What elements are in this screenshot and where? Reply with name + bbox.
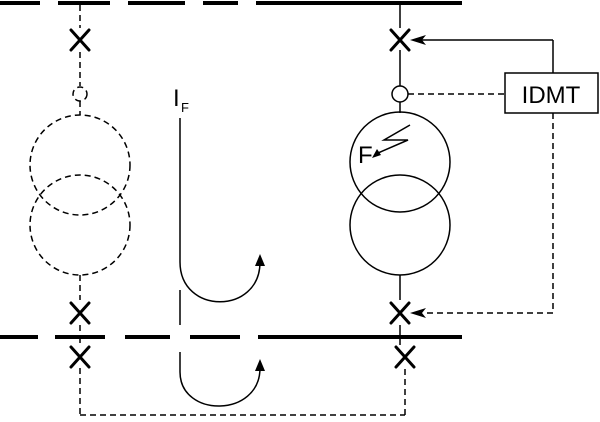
trip-line-bottom xyxy=(424,113,554,314)
right-transformer-upper-winding xyxy=(349,111,451,213)
fault-current-subscript: F xyxy=(181,100,189,115)
left-transformer-feeder xyxy=(29,5,406,416)
fault-label: F xyxy=(358,142,373,169)
breaker-top-right xyxy=(389,28,411,52)
current-arrow-upper-icon xyxy=(255,254,265,266)
idmt-relay-box xyxy=(504,72,599,114)
fault-arrowhead-icon xyxy=(372,149,381,158)
current-arrow-lower-icon xyxy=(255,359,265,371)
breakers xyxy=(69,28,416,369)
breaker-bottom-right-upper xyxy=(389,301,411,325)
trip-arrow-bottom xyxy=(410,308,426,318)
right-transformer-feeder xyxy=(349,5,451,345)
fault-current-label: I xyxy=(173,85,180,112)
breaker-bottom-left-upper xyxy=(69,301,91,325)
idmt-relay-label: IDMT xyxy=(522,82,581,109)
right-ct-circle xyxy=(391,85,409,103)
breaker-bottom-left-lower xyxy=(69,345,91,369)
left-transformer-upper-winding xyxy=(29,114,131,216)
breaker-bottom-right-lower xyxy=(394,345,416,369)
breaker-top-left xyxy=(69,28,91,52)
left-ct-circle xyxy=(72,86,88,102)
left-transformer-lower-winding xyxy=(29,174,131,276)
trip-line-top xyxy=(420,39,554,73)
fault-current-path xyxy=(179,118,261,407)
right-transformer-lower-winding xyxy=(349,174,451,276)
fault-lightning-icon xyxy=(377,124,411,154)
trip-arrow-top xyxy=(410,35,426,45)
current-curve-lower xyxy=(179,367,261,407)
current-curve-upper xyxy=(179,261,261,303)
